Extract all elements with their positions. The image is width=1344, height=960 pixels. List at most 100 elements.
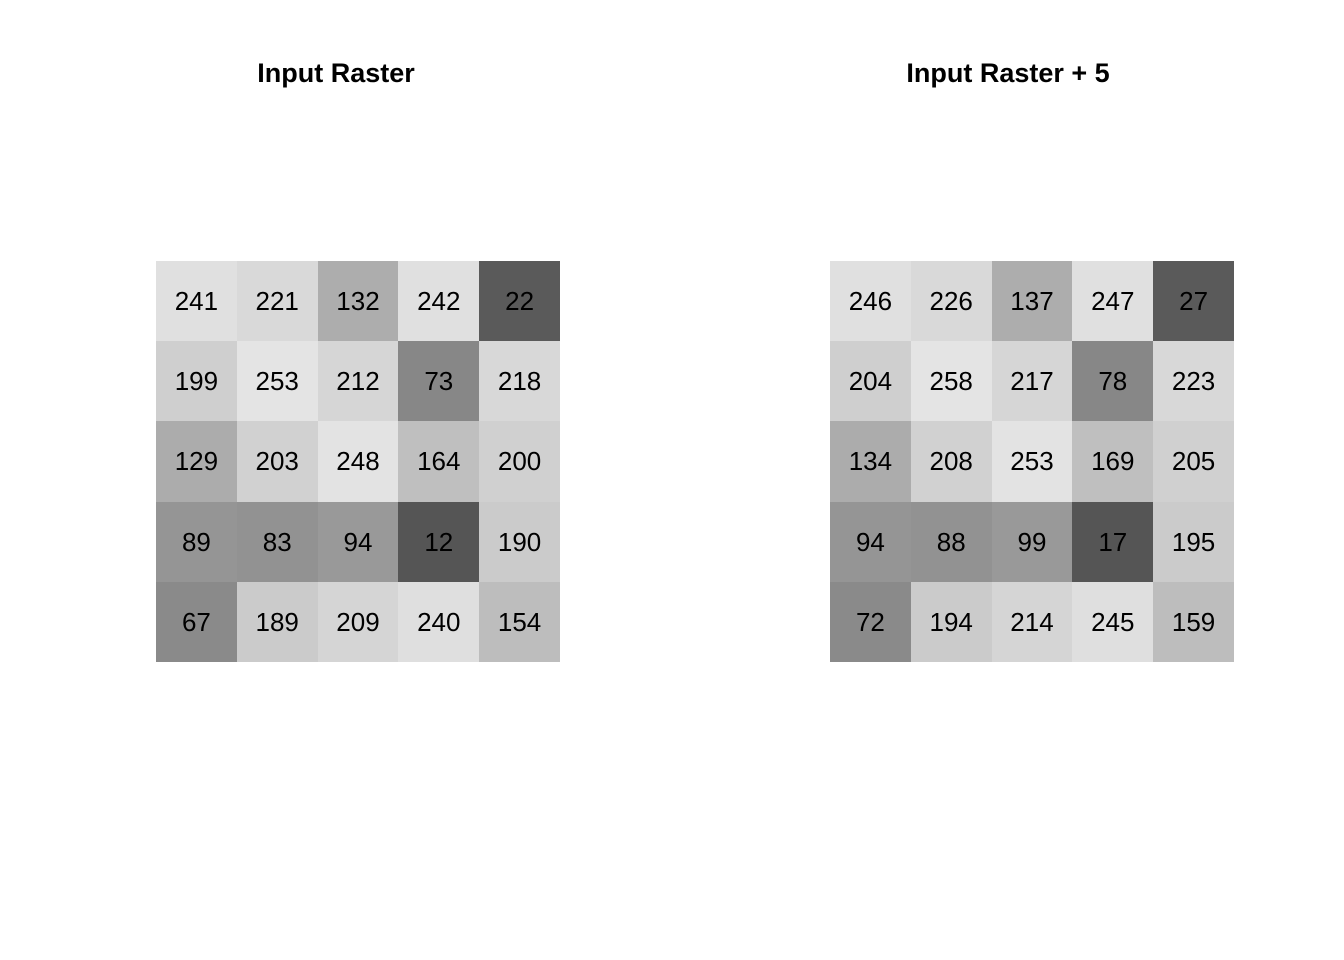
raster-cell: 94	[830, 501, 911, 582]
raster-cell-value: 245	[1091, 606, 1135, 637]
raster-cell-value: 258	[929, 366, 973, 397]
raster-cell-value: 132	[336, 286, 380, 317]
raster-cell: 99	[991, 501, 1073, 582]
raster-cell-value: 195	[1171, 526, 1216, 557]
panel-title-input-raster: Input Raster	[257, 58, 415, 88]
raster-cell: 205	[1153, 421, 1234, 502]
raster-cell-value: 99	[1017, 526, 1047, 557]
raster-cell-value: 73	[424, 366, 454, 397]
raster-cell: 27	[1153, 261, 1234, 342]
raster-cell: 190	[479, 501, 560, 582]
raster-cell-value: 212	[336, 366, 380, 397]
raster-cell-value: 89	[181, 526, 211, 557]
raster-cell: 22	[479, 261, 560, 342]
raster-cell: 73	[398, 341, 480, 422]
raster-cell-value: 199	[174, 366, 219, 397]
raster-cell-value: 129	[174, 446, 219, 477]
raster-cell-value: 83	[262, 526, 292, 557]
raster-cell: 169	[1072, 421, 1154, 502]
raster-cell-value: 203	[255, 446, 299, 477]
raster-cell-value: 189	[255, 606, 299, 637]
raster-cell: 94	[317, 501, 399, 582]
raster-cell-value: 223	[1171, 366, 1216, 397]
raster-cell: 78	[1072, 341, 1154, 422]
raster-cell-value: 159	[1171, 606, 1216, 637]
raster-cell: 242	[398, 261, 480, 342]
raster-cell: 212	[317, 341, 399, 422]
raster-cell-value: 253	[255, 366, 299, 397]
raster-cell-value: 242	[417, 286, 461, 317]
raster-cell: 88	[910, 501, 992, 582]
raster-cell-value: 246	[848, 286, 893, 317]
raster-cell: 246	[830, 261, 911, 342]
raster-cell-value: 253	[1010, 446, 1054, 477]
raster-cell: 203	[236, 421, 318, 502]
raster-cell-value: 137	[1010, 286, 1054, 317]
raster-cell: 209	[317, 581, 399, 662]
raster-cell-value: 17	[1098, 526, 1128, 557]
raster-cell-value: 214	[1010, 606, 1054, 637]
raster-cell: 204	[830, 341, 911, 422]
raster-cell-value: 72	[855, 606, 885, 637]
raster-cell: 137	[991, 261, 1073, 342]
raster-cell: 248	[317, 421, 399, 502]
raster-cell: 67	[156, 581, 237, 662]
raster-cell: 164	[398, 421, 480, 502]
raster-cell: 241	[156, 261, 237, 342]
raster-cell: 154	[479, 581, 560, 662]
raster-cell: 240	[398, 581, 480, 662]
raster-cell-value: 78	[1098, 366, 1128, 397]
raster-cell-value: 194	[929, 606, 973, 637]
raster-cell: 129	[156, 421, 237, 502]
raster-cell-value: 240	[417, 606, 461, 637]
raster-cell: 17	[1072, 501, 1154, 582]
raster-panel-input: Input Raster 241 221 132 242 22 199 253 212 73 21…	[156, 58, 560, 662]
raster-cell: 208	[910, 421, 992, 502]
raster-cell-value: 154	[497, 606, 542, 637]
raster-cell: 214	[991, 581, 1073, 662]
raster-cell: 217	[991, 341, 1073, 422]
raster-cell: 199	[156, 341, 237, 422]
raster-cell-value: 67	[181, 606, 211, 637]
raster-cell: 221	[236, 261, 318, 342]
raster-grid-input: 241 221 132 242 22 199 253 212 73 218 129 203 248 164…	[156, 261, 560, 662]
raster-cell: 195	[1153, 501, 1234, 582]
panel-title-input-raster-plus-5: Input Raster + 5	[906, 58, 1110, 88]
raster-grid-input-plus-5: 246 226 137 247 27 204 258 217 78 223 134 208 253 169…	[830, 261, 1234, 662]
raster-cell-value: 208	[929, 446, 973, 477]
raster-cell: 132	[317, 261, 399, 342]
raster-cell: 159	[1153, 581, 1234, 662]
raster-cell: 89	[156, 501, 237, 582]
raster-cell: 247	[1072, 261, 1154, 342]
raster-cell: 258	[910, 341, 992, 422]
raster-cell: 253	[991, 421, 1073, 502]
raster-cell-value: 204	[848, 366, 893, 397]
raster-cell-value: 88	[936, 526, 966, 557]
raster-cell-value: 134	[848, 446, 893, 477]
raster-cell-value: 94	[855, 526, 885, 557]
raster-cell-value: 226	[929, 286, 973, 317]
raster-cell-value: 190	[497, 526, 542, 557]
raster-cell-value: 169	[1091, 446, 1135, 477]
raster-cell-value: 221	[255, 286, 299, 317]
raster-cell-value: 164	[417, 446, 461, 477]
raster-cell-value: 22	[505, 286, 535, 317]
raster-cell: 226	[910, 261, 992, 342]
raster-cell-value: 209	[336, 606, 380, 637]
raster-cell: 12	[398, 501, 480, 582]
raster-cell: 194	[910, 581, 992, 662]
raster-cell-value: 248	[336, 446, 380, 477]
raster-cell-value: 27	[1179, 286, 1209, 317]
raster-cell: 223	[1153, 341, 1234, 422]
raster-cell: 72	[830, 581, 911, 662]
raster-cell-value: 205	[1171, 446, 1216, 477]
raster-cell-value: 200	[497, 446, 542, 477]
raster-cell: 253	[236, 341, 318, 422]
raster-cell: 189	[236, 581, 318, 662]
raster-cell: 218	[479, 341, 560, 422]
raster-cell: 83	[236, 501, 318, 582]
raster-cell-value: 247	[1091, 286, 1135, 317]
raster-cell-value: 241	[174, 286, 219, 317]
raster-cell: 134	[830, 421, 911, 502]
raster-cell-value: 217	[1010, 366, 1054, 397]
